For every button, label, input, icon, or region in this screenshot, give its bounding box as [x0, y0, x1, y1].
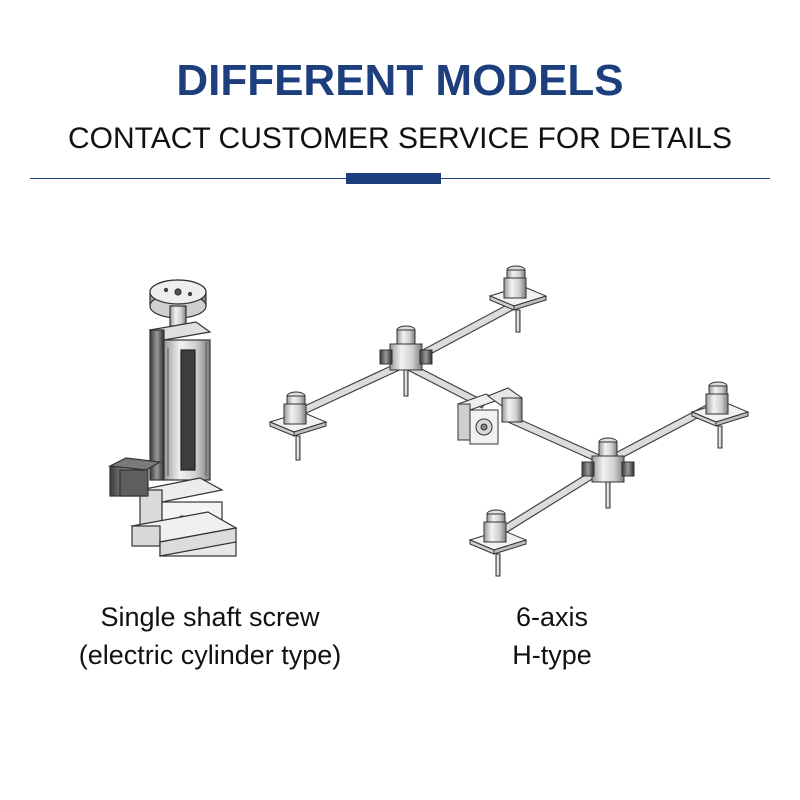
- t-gearbox-hub: [379, 325, 433, 397]
- screw-jack-unit: [690, 381, 750, 449]
- screw-jack-unit: [268, 391, 328, 461]
- caption-line: (electric cylinder type): [78, 640, 342, 670]
- center-reducer: [456, 387, 524, 445]
- t-gearbox-hub: [581, 437, 635, 509]
- screw-jack-unit: [468, 509, 528, 577]
- page-title: DIFFERENT MODELS: [176, 56, 624, 105]
- screw-jack-unit: [488, 265, 548, 333]
- h-type-system-icon: [295, 299, 721, 535]
- models-illustration: [107, 265, 750, 577]
- model-caption-electric-cylinder: Single shaft screw (electric cylinder ty…: [30, 598, 390, 674]
- electric-cylinder-icon: [107, 279, 238, 557]
- caption-line: H-type: [512, 640, 592, 670]
- model-caption-h-type: 6-axis H-type: [452, 598, 652, 674]
- divider-accent-bar: [346, 173, 441, 184]
- caption-line: 6-axis: [515, 602, 589, 632]
- page-subtitle: CONTACT CUSTOMER SERVICE FOR DETAILS: [68, 122, 732, 155]
- caption-line: Single shaft screw: [100, 602, 320, 632]
